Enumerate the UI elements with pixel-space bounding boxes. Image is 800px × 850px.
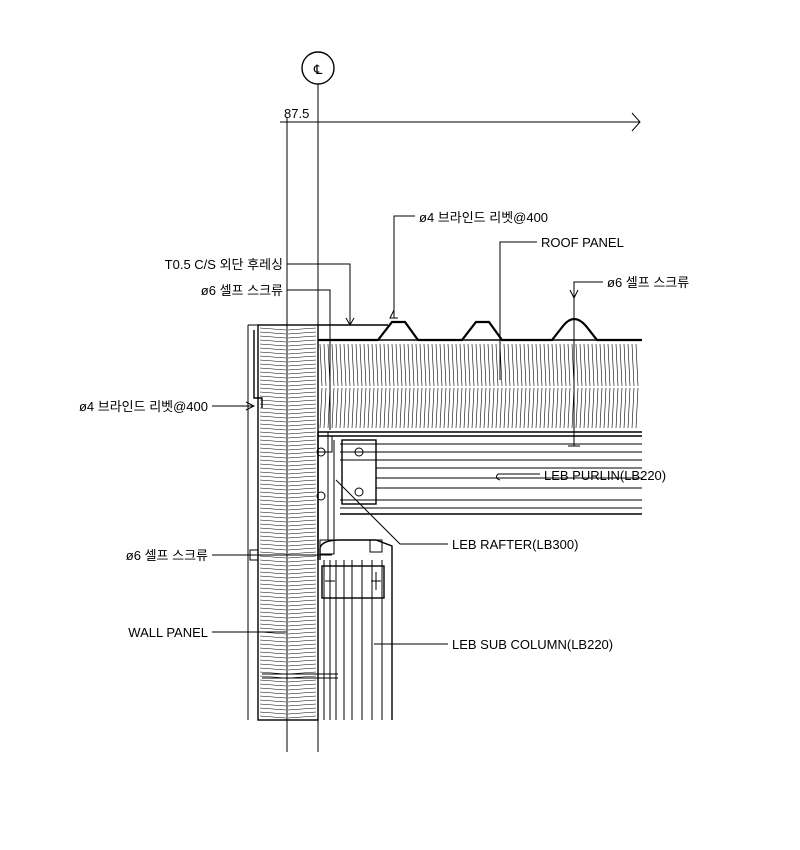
dimension-line: 87.5 <box>280 106 641 132</box>
label-rafter: LEB RAFTER(LB300) <box>452 537 578 552</box>
label-rivet-left: ø4 브라인드 리벳@400 <box>79 399 208 414</box>
roof-panel <box>318 317 642 433</box>
screw-roof-right <box>568 290 580 447</box>
sub-column <box>262 539 393 720</box>
label-roof-panel: ROOF PANEL <box>541 235 624 250</box>
centerline-marker: ℄ <box>286 51 335 752</box>
label-flashing: T0.5 C/S 외단 후레싱 <box>165 257 283 272</box>
label-screw-left: ø6 셀프 스크류 <box>201 283 283 298</box>
label-purlin: LEB PURLIN(LB220) <box>544 468 666 483</box>
label-screw-lower: ø6 셀프 스크류 <box>126 548 208 563</box>
label-wall-panel: WALL PANEL <box>128 625 208 640</box>
label-rivet-top: ø4 브라인드 리벳@400 <box>419 210 548 225</box>
dimension-label: 87.5 <box>284 106 309 121</box>
label-sub-column: LEB SUB COLUMN(LB220) <box>452 637 613 652</box>
centerline-symbol: ℄ <box>313 62 323 77</box>
label-screw-right: ø6 셀프 스크류 <box>607 275 689 290</box>
wall-panel <box>247 324 319 721</box>
leader-lines <box>212 215 603 645</box>
rafter <box>316 432 335 560</box>
purlin <box>318 435 642 515</box>
